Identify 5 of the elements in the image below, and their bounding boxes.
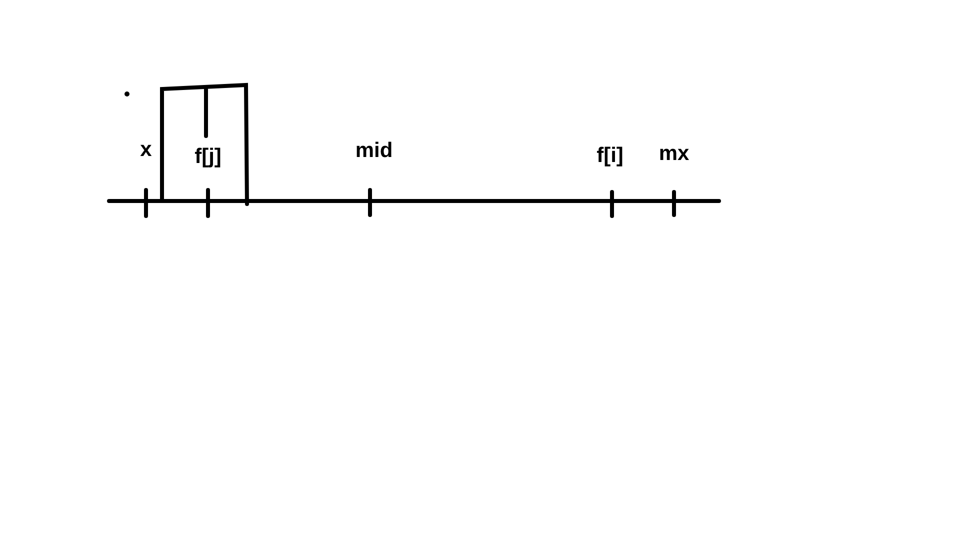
tick-label: mx bbox=[658, 142, 690, 166]
tick-label: f[i] bbox=[596, 144, 624, 168]
tick-label: mid bbox=[355, 139, 393, 163]
tick-label: f[j] bbox=[194, 145, 222, 169]
tick-label: x bbox=[140, 138, 152, 162]
